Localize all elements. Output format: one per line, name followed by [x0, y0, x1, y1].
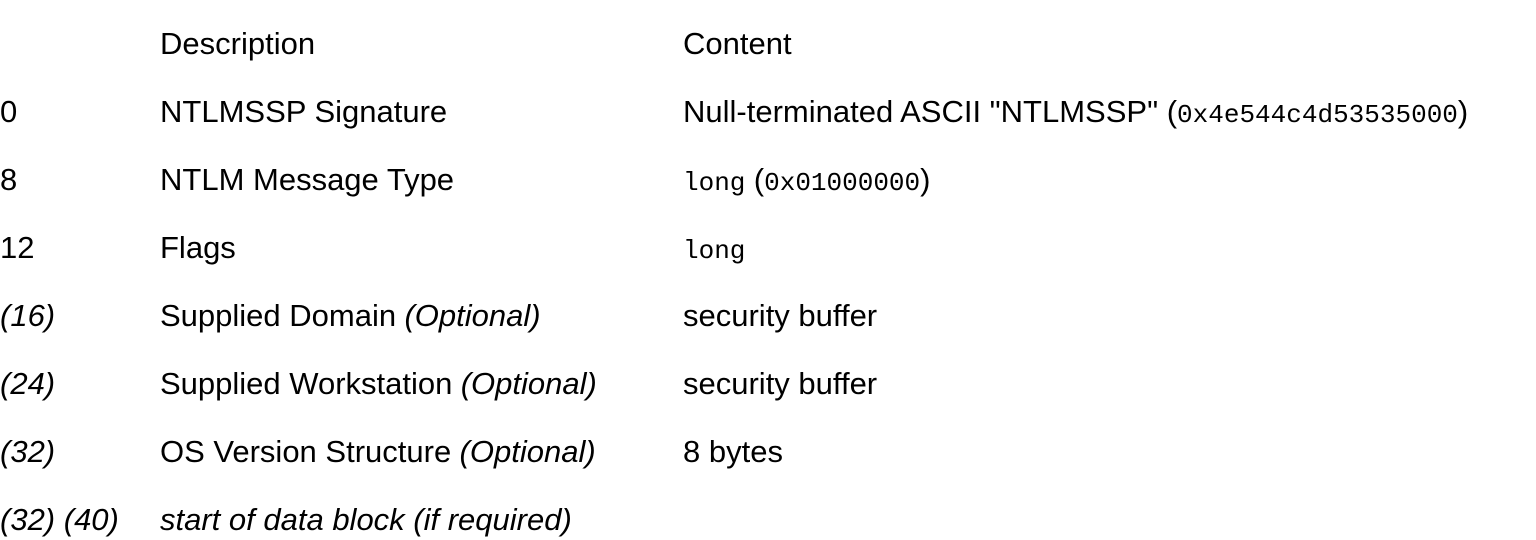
table-row-data-block-start: (32) (40) start of data block (if requir… — [0, 486, 1536, 540]
offset-cell: (32) — [0, 434, 56, 469]
offset-cell: (24) — [0, 366, 56, 401]
table-row-supplied-workstation: (24) Supplied Workstation(Optional) secu… — [0, 350, 1536, 418]
content-text: ( — [753, 162, 765, 197]
description-cell: Supplied Domain(Optional) — [160, 282, 683, 350]
description-cell: start of data block (if required) — [160, 502, 572, 537]
description-text: Supplied Workstation — [160, 366, 453, 401]
description-cell: NTLMSSP Signature — [160, 94, 448, 129]
optional-note: (Optional) — [459, 434, 596, 469]
type-keyword: long — [683, 168, 746, 198]
content-text: ) — [920, 162, 931, 197]
hex-value: 0x01000000 — [764, 168, 921, 198]
content-header: Content — [683, 26, 792, 61]
table-header-row: Description Content — [0, 10, 1536, 78]
table-row-signature: 0 NTLMSSP Signature Null-terminated ASCI… — [0, 78, 1536, 146]
ntlm-type1-message-structure-table: Description Content 0 NTLMSSP Signature … — [0, 10, 1536, 540]
offset-cell: 0 — [0, 94, 18, 129]
offset-cell: (16) — [0, 298, 56, 333]
description-cell: OS Version Structure(Optional) — [160, 418, 683, 486]
description-cell: Flags — [160, 230, 236, 265]
content-cell: security buffer — [683, 298, 878, 333]
offset-cell: (32) (40) — [0, 502, 119, 537]
optional-note: (Optional) — [460, 366, 597, 401]
table-row-message-type: 8 NTLM Message Type long(0x01000000) — [0, 146, 1536, 214]
hex-value: 0x4e544c4d53535000 — [1177, 100, 1458, 130]
description-text: OS Version Structure — [160, 434, 452, 469]
content-cell: 8 bytes — [683, 434, 783, 469]
description-cell: NTLM Message Type — [160, 162, 455, 197]
content-cell: Null-terminated ASCII "NTLMSSP" (0x4e544… — [683, 78, 1536, 146]
description-cell: Supplied Workstation(Optional) — [160, 350, 683, 418]
content-cell — [683, 486, 1536, 540]
content-text: Null-terminated ASCII "NTLMSSP" ( — [683, 94, 1178, 129]
offset-cell: 8 — [0, 162, 18, 197]
content-cell: long — [683, 214, 1536, 282]
table-row-os-version-structure: (32) OS Version Structure(Optional) 8 by… — [0, 418, 1536, 486]
content-cell: long(0x01000000) — [683, 146, 1536, 214]
description-header: Description — [160, 26, 316, 61]
content-text: ) — [1457, 94, 1469, 129]
type-keyword: long — [683, 236, 746, 266]
content-cell: security buffer — [683, 366, 878, 401]
optional-note: (Optional) — [404, 298, 541, 333]
table-row-flags: 12 Flags long — [0, 214, 1536, 282]
offset-header-cell — [0, 10, 160, 78]
description-text: Supplied Domain — [160, 298, 397, 333]
offset-cell: 12 — [0, 230, 35, 265]
table-row-supplied-domain: (16) Supplied Domain(Optional) security … — [0, 282, 1536, 350]
